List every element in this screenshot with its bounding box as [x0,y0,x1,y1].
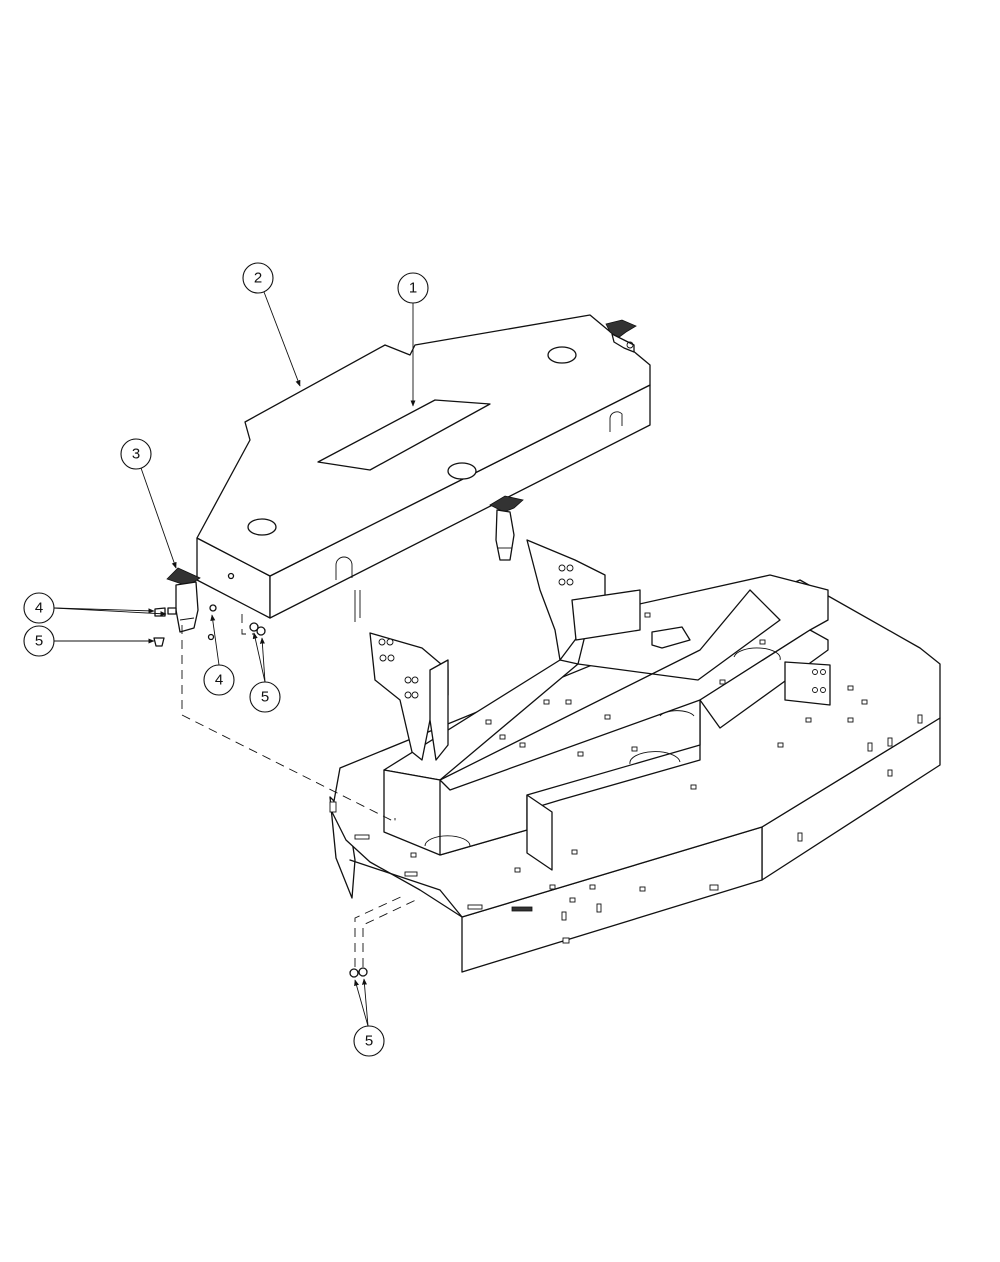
callout-4-center: 4 [203,614,235,696]
access-hole-3 [247,518,277,536]
deck-mount-tab [651,626,691,649]
callout-3: 3 [120,438,177,569]
svg-text:5: 5 [365,1033,373,1050]
latch-side [166,567,201,633]
bracket-holes [378,564,826,699]
access-hole-2 [447,462,477,480]
deck-assembly [329,539,941,973]
deck-slots [329,612,868,912]
latch-rear [605,319,637,353]
belt-cover-top [196,314,651,577]
callout-1: 1 [397,272,429,407]
spindle-openings [424,647,781,847]
svg-text:4: 4 [215,672,223,689]
deck-rear-bracket-right [526,539,606,661]
callout-2: 2 [242,262,301,387]
callout-5-left: 5 [23,625,155,657]
svg-text:1: 1 [409,280,417,297]
decal-panel [317,399,491,471]
callout-4-left: 4 [23,592,167,624]
svg-text:4: 4 [35,600,43,617]
belt-cover [196,314,651,622]
callout-5-bottom: 5 [353,978,385,1057]
svg-text:2: 2 [254,270,262,287]
access-hole-1 [547,346,577,364]
deck-mount-bracket-right [784,661,831,706]
callout-5-center: 5 [249,632,281,713]
assembly-centerlines [181,614,421,967]
deck-front-post [526,794,553,871]
svg-text:3: 3 [132,446,140,463]
skirt-slots [561,714,923,944]
svg-text:5: 5 [35,633,43,650]
svg-text:5: 5 [261,689,269,706]
hardware-screws [153,572,368,978]
latch-front [489,495,524,561]
